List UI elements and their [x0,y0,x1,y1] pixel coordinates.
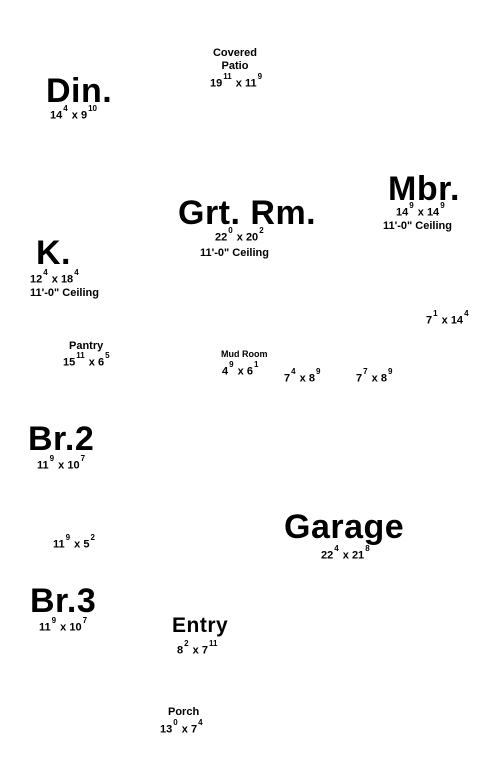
porch-dimensions: 130 x 74 [160,718,203,736]
bedroom-3-dimensions: 119 x 107 [39,616,88,634]
master-bedroom-ceiling-note: 11'-0" Ceiling [383,220,452,232]
master-bedroom-name: Mbr. [388,170,460,208]
master-bedroom-dimensions: 149 x 149 [396,201,445,219]
entry-dimensions: 82 x 711 [177,639,218,657]
closet-c-dimensions: 77 x 89 [356,367,393,385]
porch-name: Porch [168,706,200,718]
great-room-ceiling-note: 11'-0" Ceiling [200,247,269,259]
pantry-dimensions: 1511 x 65 [63,351,110,369]
garage-name: Garage [284,508,405,546]
bedroom-2-name: Br.2 [28,420,95,458]
kitchen-ceiling-note: 11'-0" Ceiling [30,287,99,299]
bedroom-2-dimensions: 119 x 107 [37,454,86,472]
dining-room-name: Din. [46,72,113,110]
dining-room-dimensions: 144 x 910 [50,104,97,122]
great-room-dimensions: 220 x 202 [215,226,264,244]
covered-patio-name: Covered Patio [212,47,258,72]
entry-name: Entry [172,614,229,637]
bath-dimensions: 119 x 52 [53,533,95,551]
mud-room-name: Mud Room [221,349,268,359]
kitchen-dimensions: 124 x 184 [30,268,79,286]
closet-b-dimensions: 74 x 89 [284,367,321,385]
pantry-name: Pantry [69,340,104,352]
mud-room-dimensions: 49 x 61 [222,360,259,378]
covered-patio-dimensions: 1911 x 119 [210,72,263,90]
great-room-name: Grt. Rm. [178,194,317,232]
closet-a-dimensions: 71 x 144 [426,309,469,327]
kitchen-name: K. [36,234,71,272]
garage-dimensions: 224 x 218 [321,544,370,562]
bedroom-3-name: Br.3 [30,582,97,620]
